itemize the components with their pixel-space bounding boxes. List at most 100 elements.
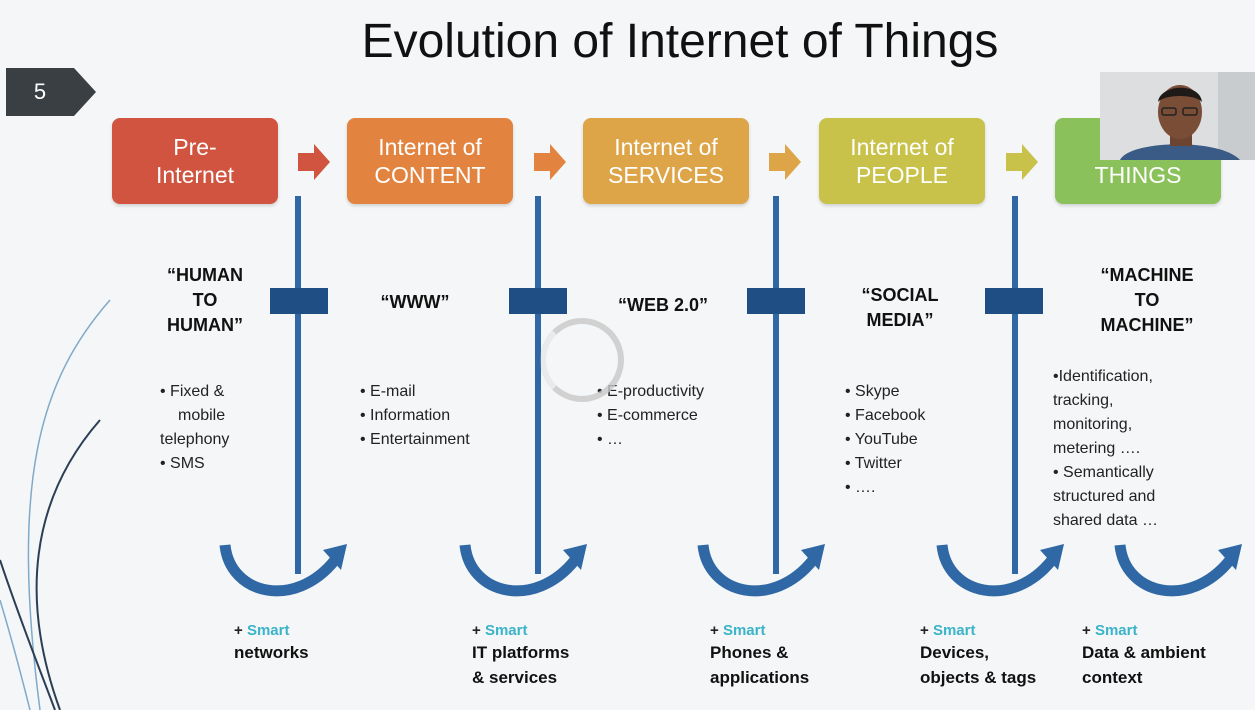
curved-arrow-icon — [697, 544, 825, 597]
stage-arrow-icon — [767, 144, 803, 185]
stage-bullets: • Fixed & mobile telephony • SMS — [160, 380, 270, 476]
smart-word: Smart — [484, 622, 528, 639]
smart-prefix: + — [920, 622, 933, 639]
bullet-item: telephony — [160, 431, 230, 448]
smart-label: + Smart IT platforms & services — [472, 622, 602, 690]
bullet-item: • Skype — [845, 383, 900, 400]
curved-arrow-icon — [936, 544, 1064, 597]
smart-line: Devices, — [920, 643, 989, 662]
bullet-item: • …. — [845, 479, 876, 496]
loading-spinner-icon — [540, 318, 624, 402]
bullet-item: tracking, — [1053, 392, 1114, 409]
slide-number: 5 — [33, 79, 47, 104]
quote-line: HUMAN” — [167, 315, 243, 335]
smart-line: Data & ambient — [1082, 643, 1206, 662]
smart-prefix: + — [1082, 622, 1095, 639]
smart-line: context — [1082, 668, 1143, 687]
bullet-item: • SMS — [160, 455, 205, 472]
curved-arrow-icon — [459, 544, 587, 597]
curved-arrow-icon — [219, 544, 347, 597]
stage-quote: “WWW” — [360, 290, 470, 315]
smart-label: + Smart Devices, objects & tags — [920, 622, 1070, 690]
smart-line: objects & tags — [920, 668, 1037, 687]
smart-line: networks — [234, 643, 309, 662]
quote-line: “SOCIAL — [861, 285, 939, 305]
stage-title-line: SERVICES — [608, 162, 724, 188]
stage-quote: “SOCIAL MEDIA” — [840, 283, 960, 333]
stage-bullets: • Skype • Facebook • YouTube • Twitter •… — [845, 380, 975, 500]
decorative-curves — [0, 299, 111, 710]
timeline-marker — [270, 288, 328, 314]
bullet-item: • Entertainment — [360, 431, 470, 448]
stage-arrow-icon — [296, 144, 332, 185]
stage-title-line: THINGS — [1094, 162, 1182, 188]
smart-line: & services — [472, 668, 558, 687]
stage-title-line: Internet of — [614, 134, 718, 160]
smart-word: Smart — [932, 622, 976, 639]
webcam-video-feed[interactable] — [1100, 72, 1255, 160]
stage-internet-of-services: Internet of SERVICES — [583, 118, 749, 204]
timeline-line — [773, 196, 779, 574]
stage-title-line: Internet of — [850, 134, 954, 160]
stage-quote: “HUMAN TO HUMAN” — [140, 263, 270, 338]
smart-prefix: + — [710, 622, 723, 639]
bullet-item: • Semantically — [1053, 464, 1154, 481]
stage-internet-of-people: Internet of PEOPLE — [819, 118, 985, 204]
stage-title-line: Internet of — [378, 134, 482, 160]
stage-bullets: • E-productivity • E-commerce • … — [597, 380, 757, 452]
quote-line: TO — [192, 290, 218, 310]
smart-word: Smart — [1094, 622, 1138, 639]
bullet-item: • Twitter — [845, 455, 902, 472]
stage-internet-of-content: Internet of CONTENT — [347, 118, 513, 204]
timeline-line — [295, 196, 301, 574]
timeline-line — [1012, 196, 1018, 574]
timeline-marker — [747, 288, 805, 314]
bullet-item: • Information — [360, 407, 451, 424]
stage-quote: “WEB 2.0” — [598, 293, 728, 318]
stage-arrow-icon — [532, 144, 568, 185]
quote-line: MACHINE” — [1100, 315, 1194, 335]
quote-line: “WEB 2.0” — [617, 295, 709, 315]
presenter-avatar-icon — [1100, 72, 1255, 160]
timeline-marker — [509, 288, 567, 314]
smart-line: Phones & — [710, 643, 789, 662]
slide-number-badge — [6, 68, 74, 116]
bullet-item: shared data … — [1053, 512, 1158, 529]
stage-arrow-icon — [1004, 144, 1040, 185]
curved-arrow-icon — [1114, 544, 1242, 597]
bullet-item: • Facebook — [845, 407, 926, 424]
smart-prefix: + — [472, 622, 485, 639]
timeline-line — [535, 196, 541, 574]
bullet-item: monitoring, — [1053, 416, 1133, 433]
quote-line: “HUMAN — [167, 265, 243, 285]
stage-title-line: Pre- — [173, 134, 217, 160]
stage-title-line: CONTENT — [374, 162, 486, 188]
quote-line: TO — [1134, 290, 1160, 310]
bullet-item: • Fixed & — [160, 383, 225, 400]
slide-title: Evolution of Internet of Things — [361, 15, 999, 68]
bullet-item: • … — [597, 431, 624, 448]
bullet-item: metering …. — [1053, 440, 1141, 457]
stage-quote: “MACHINE TO MACHINE” — [1082, 263, 1212, 338]
timeline-marker — [985, 288, 1043, 314]
bullet-item: • E-productivity — [597, 383, 704, 400]
stage-pre-internet: Pre- Internet — [112, 118, 278, 204]
smart-word: Smart — [722, 622, 766, 639]
quote-line: “MACHINE — [1100, 265, 1194, 285]
quote-line: MEDIA” — [866, 310, 934, 330]
smart-label: + Smart networks — [234, 622, 354, 665]
smart-label: + Smart Data & ambient context — [1082, 622, 1252, 690]
smart-word: Smart — [246, 622, 290, 639]
bullet-item: • E-mail — [360, 383, 416, 400]
stage-title-line: PEOPLE — [855, 162, 949, 188]
bullet-item: • E-commerce — [597, 407, 698, 424]
smart-line: IT platforms — [472, 643, 570, 662]
smart-prefix: + — [234, 622, 247, 639]
bullet-item: mobile — [178, 407, 226, 424]
bullet-item: structured and — [1053, 488, 1156, 505]
slide-number-arrow — [74, 68, 96, 116]
stage-title-line: Internet — [156, 162, 234, 188]
bullet-item: •Identification, — [1053, 368, 1153, 385]
quote-line: “WWW” — [380, 292, 450, 312]
